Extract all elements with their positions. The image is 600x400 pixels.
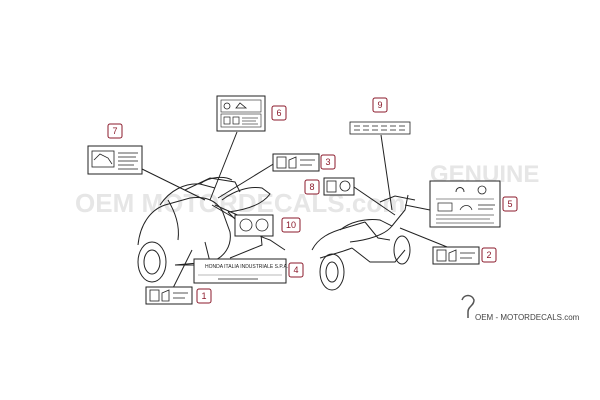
callout-9-number: 9	[377, 100, 382, 110]
pressure-icon	[255, 218, 269, 232]
tire-icon	[339, 180, 351, 192]
callout-4: 4	[288, 262, 304, 278]
callout-9: 9	[372, 97, 388, 113]
decal-8-plate	[323, 177, 355, 196]
callout-6-number: 6	[276, 108, 281, 118]
decal-6-plate	[216, 95, 266, 132]
footer-brand: OEM - MOTORDECALS.com	[461, 294, 580, 322]
manual-icon	[276, 156, 287, 169]
callout-3: 3	[320, 154, 336, 170]
callout-1-number: 1	[201, 291, 206, 301]
decal-5	[429, 180, 501, 228]
callout-8: 8	[304, 179, 320, 195]
rider-icon	[235, 102, 248, 109]
footer-brand-text: OEM - MOTORDECALS.com	[475, 313, 580, 322]
decal-1	[145, 286, 193, 305]
callout-2: 2	[481, 247, 497, 263]
manual-icon	[436, 249, 447, 262]
callout-2-number: 2	[486, 250, 491, 260]
scooter-rear-view	[311, 194, 416, 291]
decal-6	[216, 95, 266, 132]
callout-1: 1	[196, 288, 212, 304]
decal-10-plate	[234, 214, 274, 237]
decal-10	[234, 214, 274, 237]
decal-7-plate	[87, 145, 143, 175]
scooter-icon	[459, 205, 473, 211]
fuel-icon	[288, 156, 297, 169]
decal-3	[272, 153, 320, 172]
callout-10-number: 10	[286, 220, 296, 230]
callout-7-number: 7	[112, 126, 117, 136]
maker-plate-text: HONDA ITALIA INDUSTRIALE S.P.A.	[205, 264, 288, 270]
helmet-icon	[455, 187, 465, 193]
decal-7-pictogram	[91, 150, 115, 168]
decal-5-plate	[429, 180, 501, 228]
passenger-icon	[223, 116, 231, 125]
callout-6: 6	[271, 105, 287, 121]
callout-5: 5	[502, 196, 518, 212]
callout-4-number: 4	[293, 265, 298, 275]
callout-badges: 1 2 3 4 5 6 7 8	[107, 97, 518, 304]
fuel-icon	[448, 249, 457, 262]
watermark-main: OEM MOTORDECALS.com	[75, 188, 405, 218]
warning-icon	[223, 102, 231, 110]
decal-9-plate	[349, 121, 411, 135]
rider-icon	[477, 185, 487, 195]
callout-10: 10	[281, 217, 301, 233]
fuel-icon	[161, 289, 170, 302]
callout-8-number: 8	[309, 182, 314, 192]
decal-9	[349, 121, 411, 135]
luggage-icon	[232, 116, 240, 125]
callout-3-number: 3	[325, 157, 330, 167]
decal-4-plate	[193, 258, 287, 284]
callout-5-number: 5	[507, 199, 512, 209]
decal-8	[323, 177, 355, 196]
manual-icon	[149, 289, 160, 302]
manual-icon	[326, 180, 337, 193]
decal-4: HONDA ITALIA INDUSTRIALE S.P.A.	[193, 258, 288, 284]
tire-icon	[239, 218, 253, 232]
brand-logo-icon	[461, 294, 475, 318]
decal-2	[432, 246, 480, 265]
callout-7: 7	[107, 123, 123, 139]
decal-7	[87, 145, 143, 175]
scooter-front-view	[137, 176, 286, 283]
